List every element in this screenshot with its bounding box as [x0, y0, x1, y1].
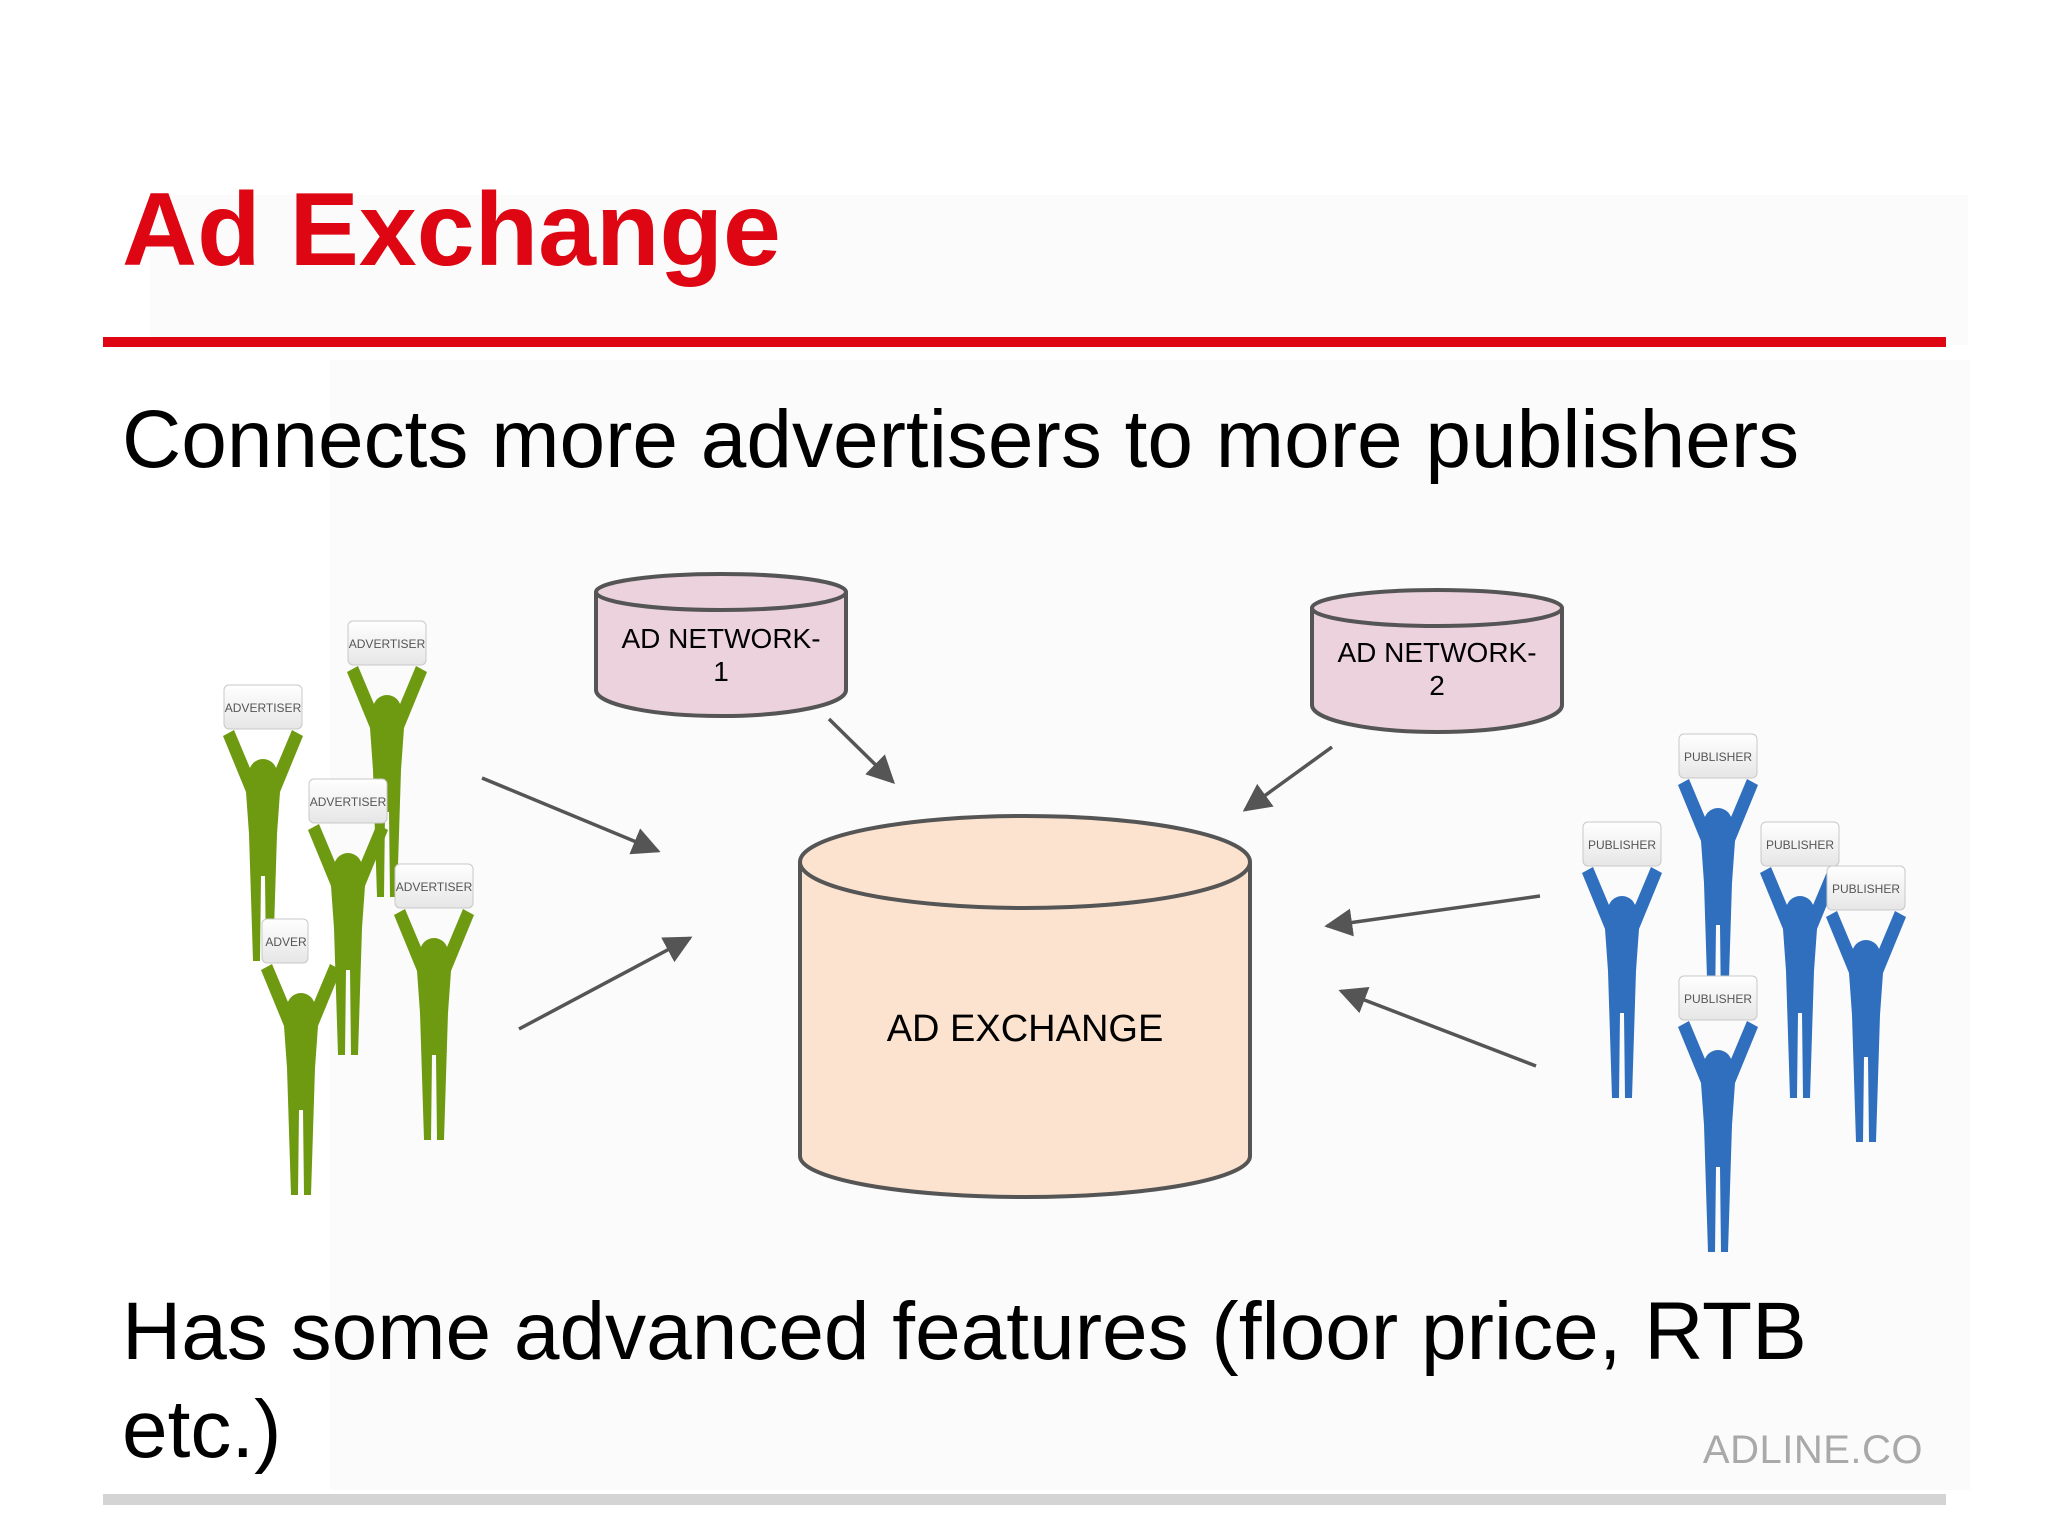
ad-network-1-db: AD NETWORK- 1 [594, 572, 848, 718]
advertiser-sign: ADVERTISER [349, 637, 426, 651]
slide-title: Ad Exchange [122, 172, 781, 288]
advertiser-sign-cropped: ADVER [265, 935, 307, 949]
arrow-network-2 [1242, 745, 1334, 812]
ad-network-1-label-line2: 1 [713, 656, 729, 687]
publisher-sign: PUBLISHER [1766, 838, 1834, 852]
publisher-figure: PUBLISHER [1826, 865, 1906, 1142]
arrow-publishers-upper [1324, 894, 1541, 937]
footer-divider [103, 1494, 1946, 1505]
arrow-publishers-lower [1338, 986, 1537, 1068]
publisher-sign: PUBLISHER [1684, 992, 1752, 1006]
advertisers-group: ADVERTISER ADVERTISER ADVERTISER ADVERTI… [223, 620, 474, 1195]
ad-network-2-label-line1: AD NETWORK- [1337, 637, 1536, 668]
publisher-figure: PUBLISHER [1582, 821, 1662, 1098]
arrow-advertisers-upper [481, 776, 661, 855]
advertiser-figure: ADVERTISER [223, 684, 303, 961]
arrow-advertisers-lower [518, 936, 693, 1031]
advertiser-figure: ADVERTISER [347, 620, 427, 897]
advertiser-sign: ADVERTISER [225, 701, 302, 715]
ad-network-2-db: AD NETWORK- 2 [1310, 588, 1564, 734]
ad-exchange-label: AD EXCHANGE [887, 1008, 1164, 1050]
advertiser-sign: ADVERTISER [310, 795, 387, 809]
publishers-group: PUBLISHER PUBLISHER PUBLISHER PUBLISHER … [1582, 733, 1906, 1252]
advertiser-sign: ADVERTISER [396, 880, 473, 894]
advertiser-figure: ADVERTISER [394, 863, 474, 1140]
bullet-1: Connects more advertisers to more publis… [122, 394, 1800, 485]
bullet-2: Has some advanced features (floor price,… [122, 1286, 1807, 1475]
ad-network-1-label-line1: AD NETWORK- [621, 623, 820, 654]
arrow-network-1 [827, 717, 895, 784]
title-panel [150, 195, 1968, 345]
ad-exchange-db: AD EXCHANGE [798, 814, 1252, 1199]
publisher-sign: PUBLISHER [1832, 882, 1900, 896]
footer-brand: ADLINE.CO [1702, 1428, 1923, 1472]
ad-network-2-label-line2: 2 [1429, 670, 1445, 701]
publisher-sign: PUBLISHER [1588, 838, 1656, 852]
advertiser-figure-partial: ADVER [261, 918, 341, 1195]
publisher-sign: PUBLISHER [1684, 750, 1752, 764]
title-divider [103, 337, 1946, 347]
publisher-figure: PUBLISHER [1678, 733, 1758, 1010]
advertiser-figure: ADVERTISER [308, 778, 388, 1055]
publisher-figure: PUBLISHER [1760, 821, 1840, 1098]
publisher-figure: PUBLISHER [1678, 975, 1758, 1252]
arrows [481, 717, 1541, 1068]
